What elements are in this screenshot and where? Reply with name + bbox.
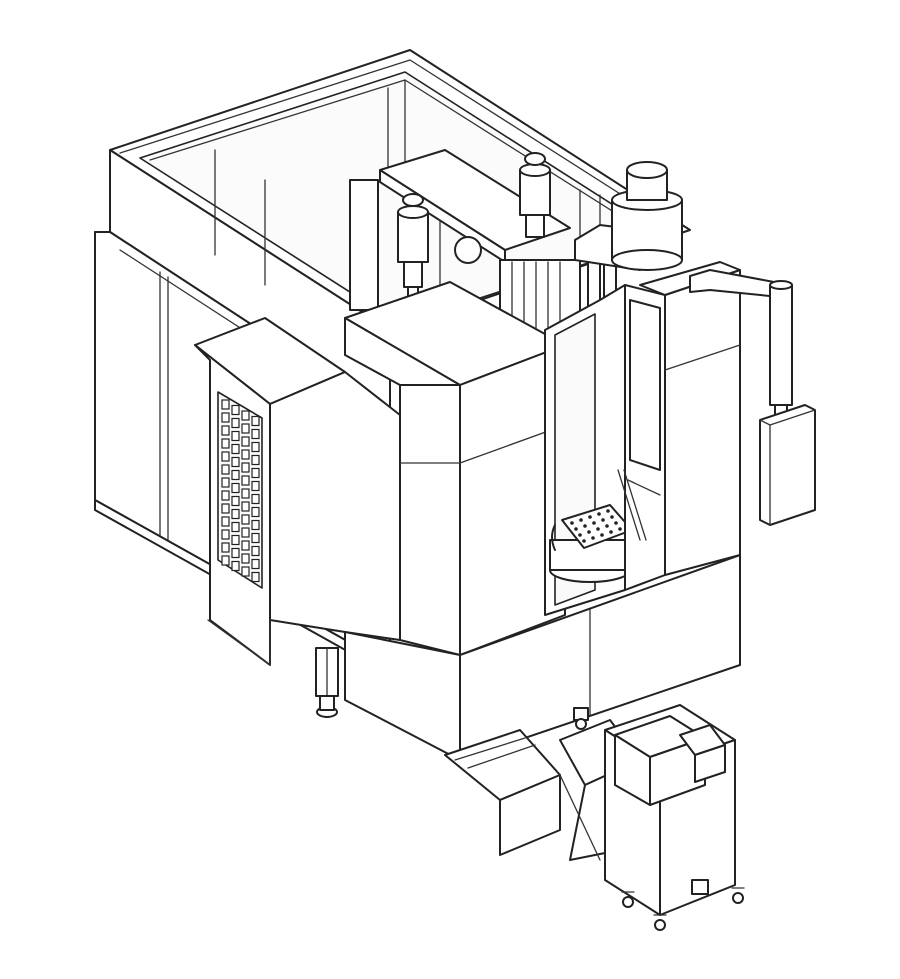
keypad-key — [251, 545, 260, 557]
pallet-hole — [582, 539, 586, 543]
keypad-key — [251, 415, 260, 427]
keypad-key — [231, 534, 240, 546]
pallet-hole — [587, 530, 591, 534]
keypad-key — [221, 529, 230, 540]
keypad-key — [231, 482, 240, 494]
keypad-key — [231, 404, 240, 416]
machine-base — [344, 554, 741, 761]
coolant-tank — [604, 704, 745, 931]
keypad-key — [221, 555, 230, 566]
keypad-key — [221, 399, 230, 410]
pallet-hole — [601, 518, 605, 522]
pallet-holes — [570, 509, 622, 543]
keypad-key — [221, 425, 230, 436]
keypad-key — [221, 412, 230, 423]
keypad-key — [251, 519, 260, 531]
keypad-grid — [221, 399, 260, 583]
keypad-key — [231, 560, 240, 572]
keypad-key — [251, 428, 260, 440]
pallet-hole — [588, 515, 592, 519]
keypad-key — [251, 454, 260, 466]
keypad-key — [251, 558, 260, 570]
panel-support-stand — [315, 647, 339, 718]
keypad-key — [221, 477, 230, 488]
keypad-key — [241, 488, 250, 499]
keypad-key — [231, 508, 240, 520]
keypad-key — [241, 475, 250, 486]
base-caster — [573, 707, 589, 730]
pallet-hole — [578, 533, 582, 537]
keypad-key — [231, 456, 240, 468]
keypad-key — [241, 423, 250, 434]
keypad-key — [241, 540, 250, 551]
keypad-key — [241, 527, 250, 538]
work-area — [544, 284, 666, 616]
keypad-key — [241, 436, 250, 447]
spindle-motor — [574, 161, 683, 271]
keypad-key — [241, 553, 250, 564]
pallet-hole — [597, 512, 601, 516]
pallet-hole — [600, 533, 604, 537]
pallet-hole — [614, 521, 618, 525]
keypad-key — [221, 516, 230, 527]
keypad-key — [251, 532, 260, 544]
keypad-key — [231, 495, 240, 507]
keypad-key — [221, 451, 230, 462]
keypad-key — [231, 547, 240, 559]
keypad-key — [221, 503, 230, 514]
pallet-hole — [618, 527, 622, 531]
control-panel — [194, 317, 401, 666]
keypad-key — [251, 506, 260, 518]
keypad-key — [231, 430, 240, 442]
keypad-key — [251, 571, 260, 583]
pallet-hole — [583, 524, 587, 528]
keypad-key — [231, 469, 240, 481]
remote-control-box — [759, 404, 816, 526]
keypad-key — [231, 521, 240, 533]
front-spindle-housing — [344, 281, 566, 656]
keypad-key — [221, 542, 230, 553]
pallet-hole — [606, 509, 610, 513]
pallet-hole — [574, 527, 578, 531]
keypad-key — [241, 566, 250, 577]
pallet-hole — [609, 530, 613, 534]
keypad-key — [241, 501, 250, 512]
pallet-hole — [579, 518, 583, 522]
keypad-key — [221, 438, 230, 449]
pallet-hole — [591, 536, 595, 540]
keypad-key — [221, 490, 230, 501]
keypad-key — [231, 417, 240, 429]
pallet-hole — [570, 521, 574, 525]
pallet-hole — [596, 527, 600, 531]
keypad-key — [251, 441, 260, 453]
keypad-key — [241, 514, 250, 525]
pallet-hole — [605, 524, 609, 528]
keypad-key — [241, 462, 250, 473]
keypad-key — [251, 480, 260, 492]
keypad-key — [251, 493, 260, 505]
keypad-key — [241, 410, 250, 421]
keypad-key — [231, 443, 240, 455]
pallet-hole — [592, 521, 596, 525]
keypad-key — [221, 464, 230, 475]
keypad-key — [251, 467, 260, 479]
keypad-key — [241, 449, 250, 460]
pallet-hole — [610, 515, 614, 519]
